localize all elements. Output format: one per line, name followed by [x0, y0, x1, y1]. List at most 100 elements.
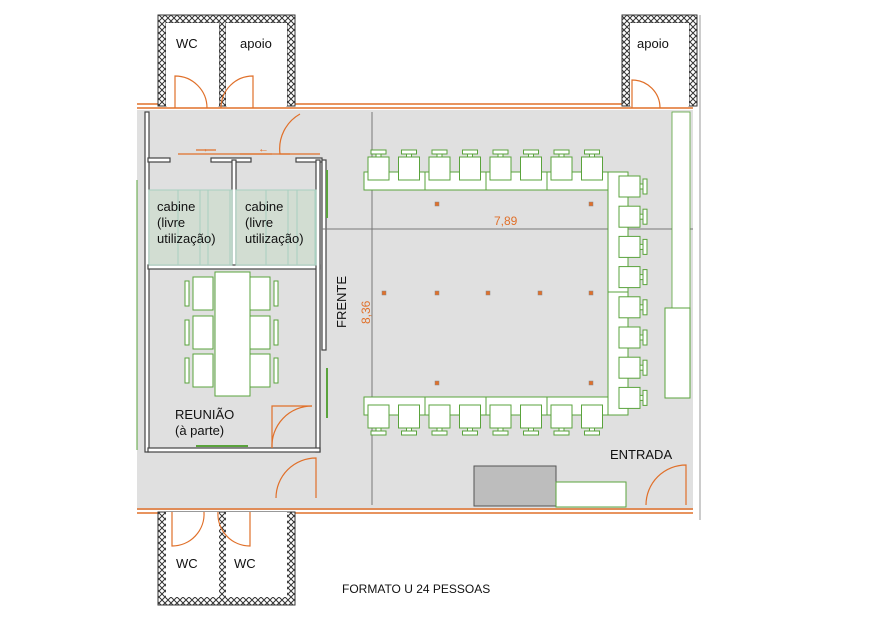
layout-caption: FORMATO U 24 PESSOAS: [342, 582, 491, 596]
chair-back: [492, 149, 509, 155]
chair-back: [431, 149, 448, 155]
window-markers: [136, 170, 328, 450]
room-label-wc-top: WC: [176, 36, 198, 51]
room-label-apoio-right: apoio: [637, 36, 669, 51]
chair-back: [523, 149, 539, 155]
chair-back: [431, 430, 448, 436]
entrance-furniture: [473, 111, 691, 508]
arrow-left-icon: ←: [258, 143, 269, 155]
chair: [618, 326, 641, 349]
chair: [489, 404, 512, 429]
chair-back: [184, 357, 190, 384]
chair-leg: [639, 304, 644, 311]
chair-back: [370, 430, 387, 436]
meeting-room-furniture: [184, 271, 279, 397]
room-label-apoio-left: apoio: [240, 36, 272, 51]
chair: [367, 156, 390, 181]
chair-back: [642, 269, 648, 286]
chair: [192, 315, 214, 350]
column-marker: [537, 290, 543, 296]
chair-back: [184, 319, 190, 346]
chair-leg: [406, 153, 412, 158]
chair-back: [462, 430, 478, 436]
column-marker: [434, 290, 440, 296]
label-entrada: ENTRADA: [610, 447, 673, 462]
chair-back: [642, 329, 648, 346]
chair-leg: [406, 427, 412, 432]
chair-leg: [639, 243, 644, 250]
chair-back: [584, 149, 600, 155]
chair-leg: [528, 427, 534, 432]
chair: [618, 266, 641, 289]
chair: [520, 404, 542, 429]
chair-leg: [497, 427, 504, 432]
chair: [550, 156, 573, 181]
chair-back: [523, 430, 539, 436]
chair-back: [273, 319, 279, 346]
chair-back: [584, 430, 600, 436]
chair: [398, 156, 420, 181]
chair-leg: [375, 153, 382, 158]
chair: [367, 404, 390, 429]
chair: [249, 315, 271, 350]
u-table-layout: [363, 149, 648, 436]
chair: [249, 276, 271, 311]
room-label-cabine-2: cabine (livre utilização): [245, 199, 304, 246]
chair-leg: [436, 427, 443, 432]
doors: [171, 75, 687, 547]
chair: [618, 175, 641, 198]
interior-walls: [144, 111, 327, 453]
bottom-service-rooms: [157, 511, 296, 606]
chair-back: [462, 149, 478, 155]
chair-back: [553, 149, 570, 155]
chair-leg: [375, 427, 382, 432]
columns: [381, 201, 594, 386]
chair: [618, 296, 641, 319]
meeting-table: [214, 271, 251, 397]
chair-leg: [528, 153, 534, 158]
chair-back: [642, 389, 648, 406]
chair-leg: [589, 153, 595, 158]
chair: [550, 404, 573, 429]
chair: [618, 356, 641, 379]
chair: [428, 404, 451, 429]
chair: [192, 276, 214, 311]
chair-leg: [467, 427, 473, 432]
chair-back: [273, 280, 279, 307]
dimension-width: 7,89: [494, 214, 518, 228]
dimension-length: 8,36: [359, 300, 373, 324]
chair-back: [642, 208, 648, 225]
chair: [581, 404, 603, 429]
room-label-wc-bottom-left: WC: [176, 556, 198, 571]
chair-back: [642, 299, 648, 316]
chair-back: [642, 238, 648, 255]
chair-leg: [467, 153, 473, 158]
chair: [428, 156, 451, 181]
chair-back: [642, 359, 648, 376]
chair: [192, 353, 214, 388]
chair-leg: [558, 427, 565, 432]
room-label-reuniao: REUNIÃO (à parte): [175, 407, 235, 438]
chair: [459, 156, 481, 181]
chair-back: [401, 149, 417, 155]
chair-back: [184, 280, 190, 307]
column-marker: [588, 290, 594, 296]
chair: [459, 404, 481, 429]
chair: [398, 404, 420, 429]
cabine-booths: [148, 189, 317, 266]
chair-leg: [497, 153, 504, 158]
chair: [581, 156, 603, 181]
chair: [249, 353, 271, 388]
column-marker: [434, 380, 440, 386]
arrow-right-icon: →: [198, 143, 209, 155]
chair-leg: [639, 334, 644, 341]
chair-leg: [639, 183, 644, 190]
column-marker: [588, 380, 594, 386]
chair-leg: [639, 274, 644, 281]
label-frente: FRENTE: [334, 276, 349, 328]
chair-back: [553, 430, 570, 436]
chair-back: [370, 149, 387, 155]
chair: [489, 156, 512, 181]
